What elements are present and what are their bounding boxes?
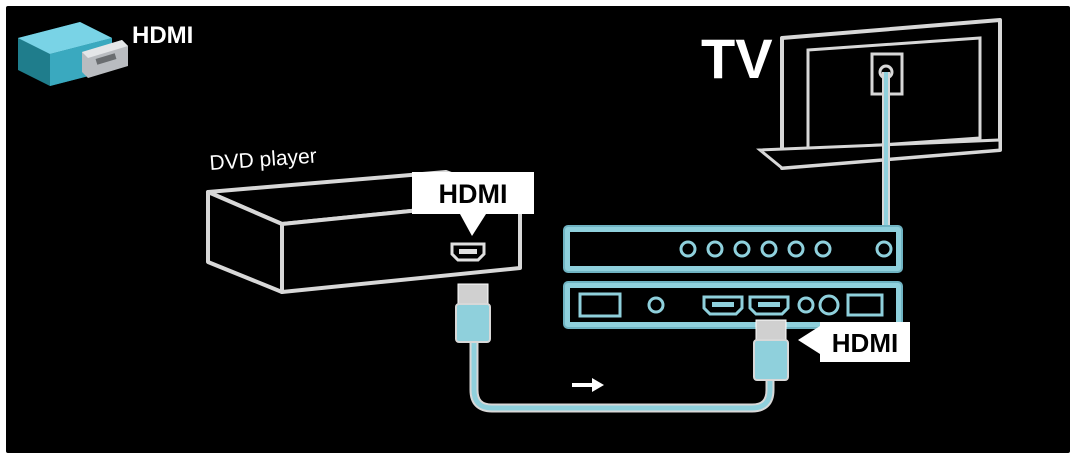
- dvd-hdmi-callout: [412, 172, 534, 236]
- hdmi-plug-icon: [18, 22, 128, 86]
- dvd-hdmi-callout-label: HDMI: [439, 179, 508, 209]
- tv-hdmi-callout-label: HDMI: [832, 328, 898, 358]
- tv-icon: [756, 18, 1002, 170]
- tv-label: TV: [701, 27, 773, 90]
- tv-hdmi-callout: [798, 322, 910, 362]
- corner-hdmi-label: HDMI: [132, 22, 193, 49]
- av-panel-upper: [563, 225, 903, 273]
- tv-hdmi-port-2: [748, 295, 790, 316]
- av-panel-lower: [563, 281, 903, 329]
- tv-hdmi-port-1: [702, 295, 744, 316]
- arrow-right-icon: [572, 378, 604, 392]
- hdmi-cable: [455, 283, 789, 413]
